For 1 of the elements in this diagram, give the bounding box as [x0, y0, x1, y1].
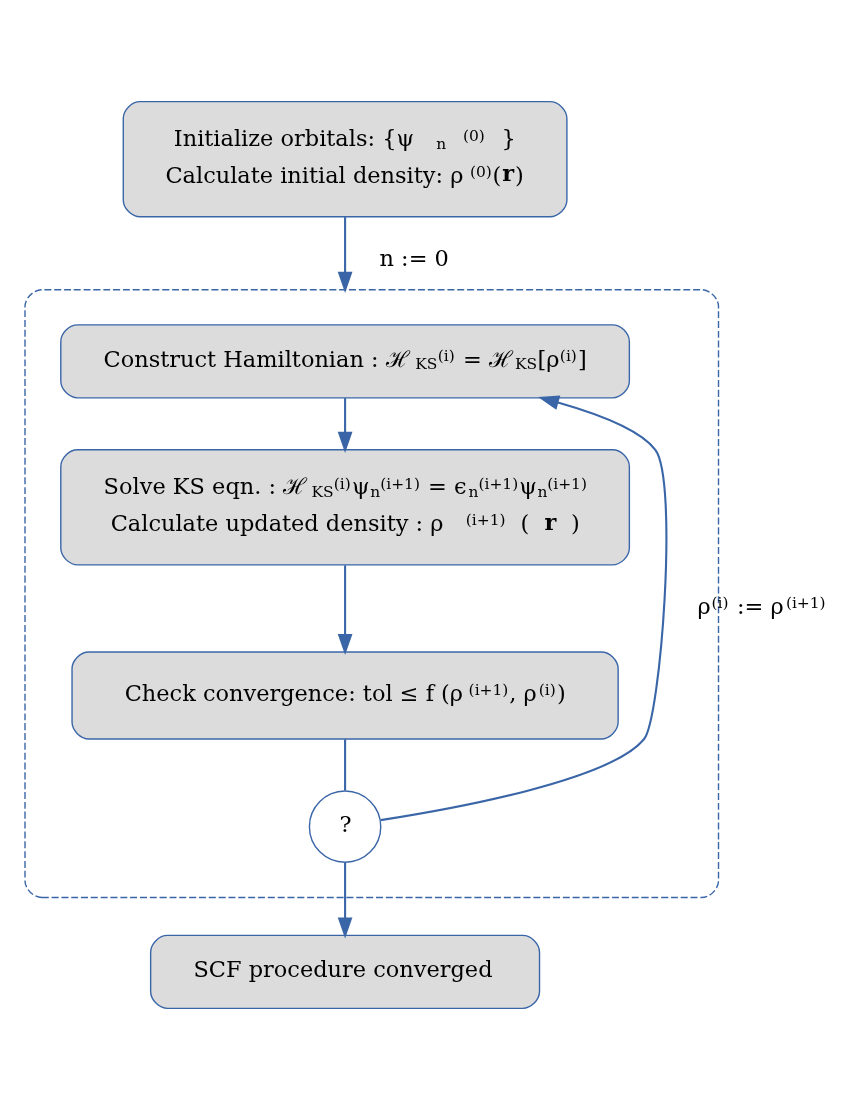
edge-label: n := 0 — [379, 244, 449, 271]
